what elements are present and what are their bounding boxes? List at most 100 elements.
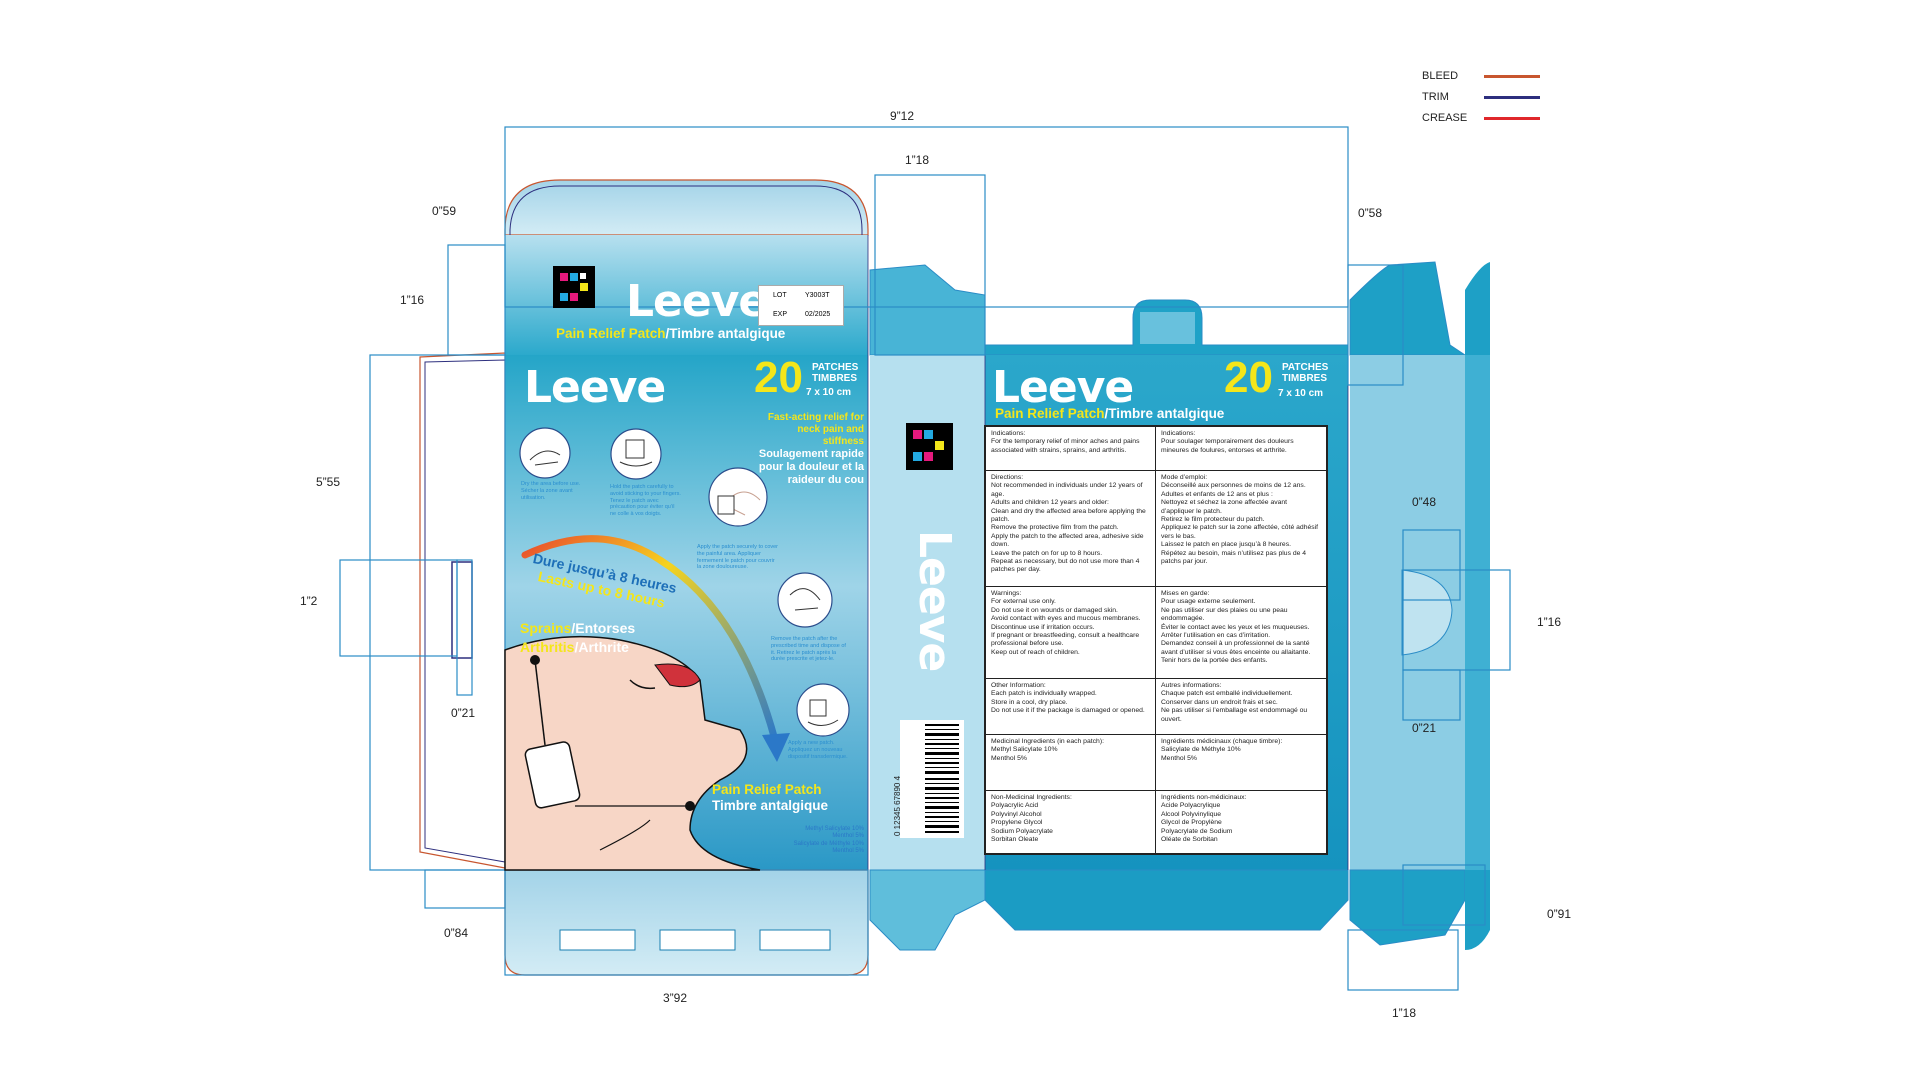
info-cell-fr: Ingrédients non-médicinaux:Acide Polyacr… [1156, 791, 1326, 853]
dim-tuck-right: 0”58 [1358, 206, 1383, 220]
info-line: Each patch is individually wrapped. [991, 690, 1097, 698]
info-cell-fr: Indications:Pour soulager temporairement… [1156, 427, 1326, 470]
info-cell-fr: Mises en garde:Pour usage externe seulem… [1156, 587, 1326, 678]
dim-total-width: 9”12 [890, 109, 915, 123]
info-line: Ne pas utiliser sur des plaies ou une pe… [1161, 606, 1288, 623]
info-line: Adultes et enfants de 12 ans et plus : [1161, 490, 1273, 498]
duration-arc [521, 535, 779, 744]
lot-label: LOT [773, 292, 787, 299]
info-cell-en: Indications:For the temporary relief of … [986, 427, 1156, 470]
info-row: Directions:Not recommended in individual… [986, 470, 1326, 586]
info-heading: Ingrédients non-médicinaux: [1161, 794, 1247, 801]
back-count-en: PATCHES [1282, 362, 1329, 373]
bottom-flap-front [504, 869, 869, 976]
info-line: Laissez le patch en place jusqu’à 8 heur… [1161, 541, 1291, 549]
step-2-text: Hold the patch carefully to avoid sticki… [610, 484, 681, 518]
info-line: Menthol 5% [1161, 754, 1197, 762]
info-line: Do not use it on wounds or damaged skin. [991, 606, 1118, 614]
info-line: Salicylate de Méthyle 10% [1161, 746, 1241, 754]
info-line: If pregnant or breastfeeding, consult a … [991, 632, 1140, 648]
side-logo: Leeve [909, 530, 960, 672]
info-heading: Indications: [991, 430, 1026, 437]
front-count-labels: PATCHES TIMBRES [812, 362, 858, 384]
info-line: Pour usage externe seulement. [1161, 598, 1256, 606]
front-ingredient-3: Salicylate de Méthyle 10% [793, 840, 864, 847]
info-line: Adults and children 12 years and older: [991, 499, 1109, 507]
arc-arrowhead [762, 733, 790, 762]
info-row: Other Information:Each patch is individu… [986, 678, 1326, 734]
back-logo: Leeve [992, 362, 1134, 413]
front-count: 20 [754, 353, 803, 402]
info-heading: Ingrédients médicinaux (chaque timbre): [1161, 738, 1283, 745]
info-line: Polyvinyl Alcohol [991, 810, 1042, 818]
info-line: Chaque patch est emballé individuellemen… [1161, 690, 1293, 698]
front-count-en: PATCHES [812, 362, 859, 373]
info-line: Glycol de Propylène [1161, 819, 1222, 827]
dim-side-width-top: 1”18 [905, 153, 930, 167]
info-line: For the temporary relief of minor aches … [991, 438, 1140, 454]
legend-line-trim [1484, 96, 1540, 99]
info-line: Polyacrylic Acid [991, 802, 1039, 810]
info-heading: Warnings: [991, 590, 1022, 597]
front-ingredient-2: Menthol 5% [832, 833, 864, 840]
top-panel-product-name: Pain Relief Patch/Timbre antalgique [556, 326, 786, 341]
back-bottom-flap [984, 869, 1349, 931]
dim-right-lock: 1”16 [1537, 615, 1562, 629]
dim-hang-tab-small: 0”21 [451, 706, 476, 720]
info-cell-fr: Ingrédients médicinaux (chaque timbre):S… [1156, 735, 1326, 790]
legend-label-bleed: BLEED [1422, 70, 1459, 82]
info-line: Acide Polyacrylique [1161, 802, 1221, 810]
front-claim-fr: Soulagement rapide pour la douleur et la… [758, 448, 864, 486]
step-illustrations [529, 439, 839, 726]
info-line: Oléate de Sorbitan [1161, 836, 1218, 844]
legend-label-trim: TRIM [1422, 91, 1449, 103]
info-line: Store in a cool, dry place. [991, 698, 1068, 706]
front-size: 7 x 10 cm [806, 387, 852, 398]
qr-code-top [553, 266, 595, 308]
front-claim-en: Fast-acting relief for neck pain and sti… [767, 412, 864, 447]
dim-right-lock-small: 0”21 [1412, 721, 1437, 735]
info-line: Discontinue use if irritation occurs. [991, 623, 1095, 631]
dim-front-width: 3”92 [663, 991, 688, 1005]
info-heading: Mises en garde: [1161, 590, 1210, 597]
dim-bottom-flap: 0”84 [444, 926, 469, 940]
top-panel-logo: Leeve [626, 276, 768, 327]
lot-value: Y3003T [805, 292, 830, 299]
info-cell-fr: Autres informations:Chaque patch est emb… [1156, 679, 1326, 734]
info-line: Propylene Glycol [991, 819, 1043, 827]
front-count-fr: TIMBRES [812, 373, 857, 384]
dim-panel-height: 5”55 [316, 475, 341, 489]
front-ingredients: Methyl Salicylate 10% Menthol 5% Salicyl… [760, 826, 864, 856]
front-ingredient-1: Methyl Salicylate 10% [805, 826, 864, 832]
dim-top-flap-height: 1”16 [400, 293, 425, 307]
info-line: Apply the patch to the affected area, ad… [991, 532, 1144, 549]
side-panel-left-bottom [869, 869, 986, 951]
info-cell-en: Medicinal Ingredients (in each patch):Me… [986, 735, 1156, 790]
info-cell-en: Directions:Not recommended in individual… [986, 471, 1156, 586]
info-line: Appliquez le patch sur la zone affectée,… [1161, 524, 1319, 540]
exp-label: EXP [773, 311, 788, 318]
step-4-text: Remove the patch after the prescribed ti… [771, 636, 846, 663]
info-heading: Other Information: [991, 682, 1046, 689]
info-line: Pour soulager temporairement des douleur… [1161, 438, 1294, 454]
info-line: Sodium Polyacrylate [991, 827, 1053, 835]
info-cell-en: Warnings:For external use only.Do not us… [986, 587, 1156, 678]
exp-value: 02/2025 [805, 311, 831, 318]
qr-code-side [906, 423, 953, 470]
step-1-text: Dry the area before use. Sécher la zone … [521, 481, 581, 501]
info-line: Not recommended in individuals under 12 … [991, 482, 1143, 498]
dim-side-width-bottom: 1”18 [1392, 1006, 1417, 1020]
info-line: Clean and dry the affected area before a… [991, 507, 1146, 524]
info-line: Polyacrylate de Sodium [1161, 827, 1233, 835]
side-panel-left-top [869, 264, 986, 356]
info-line: Menthol 5% [991, 754, 1027, 762]
info-row: Non-Medicinal Ingredients:Polyacrylic Ac… [986, 790, 1326, 853]
info-line: For external use only. [991, 598, 1056, 606]
front-bottom-product-fr: Timbre antalgique [712, 798, 829, 813]
info-heading: Directions: [991, 474, 1024, 481]
info-line: Arrêter l’utilisation en cas d’irritatio… [1161, 632, 1271, 640]
lot-exp-box: LOT Y3003T EXP 02/2025 [758, 285, 844, 326]
info-cell-en: Non-Medicinal Ingredients:Polyacrylic Ac… [986, 791, 1156, 853]
front-bottom-product-en: Pain Relief Patch [712, 782, 822, 797]
dim-tuck-left: 0”59 [432, 204, 457, 218]
